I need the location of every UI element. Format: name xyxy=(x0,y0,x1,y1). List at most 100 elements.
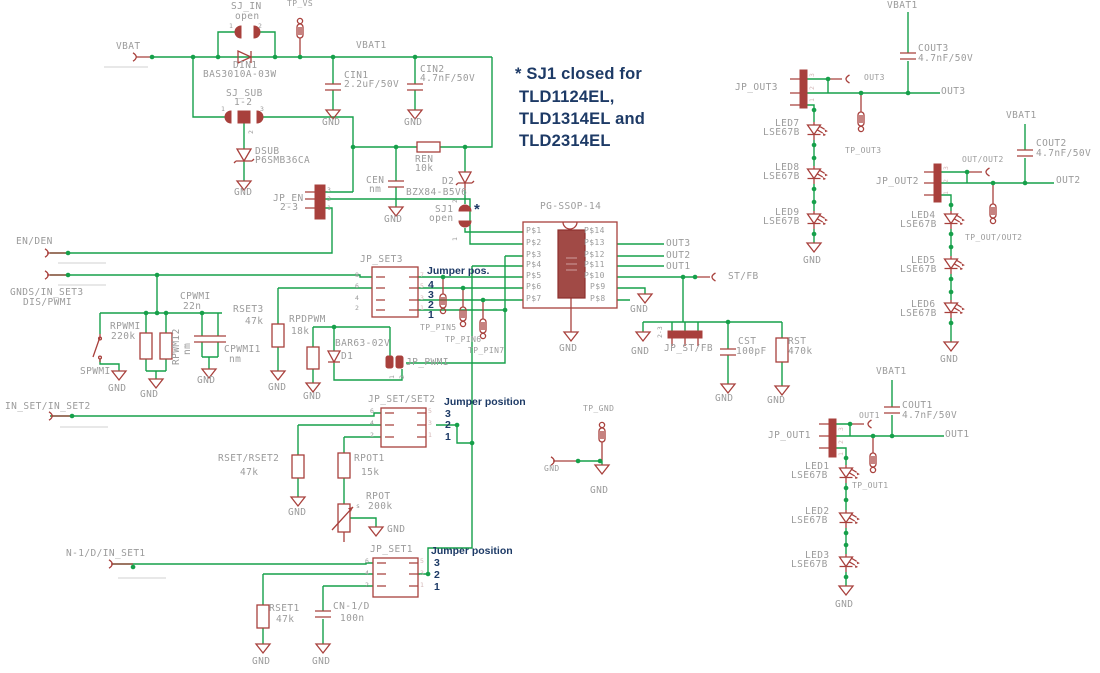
connector-st-fb xyxy=(711,272,717,282)
net-gnds-in-set3: GNDS/IN_SET3 xyxy=(10,287,84,298)
led3-name: LED3 xyxy=(805,550,830,561)
gnd-label: GND xyxy=(384,214,403,225)
gnd-label: GND xyxy=(387,524,406,535)
net-out2: OUT2 xyxy=(666,250,691,261)
rset1-value: 47k xyxy=(276,614,295,625)
jp-en-pin1: 1 xyxy=(327,204,331,212)
connector-vbat xyxy=(132,52,137,62)
spwmi-name: SPWMI xyxy=(80,366,111,377)
gnd-label: GND xyxy=(252,656,271,667)
jp-out1-pin1: 1 xyxy=(837,452,845,456)
resistor-ren xyxy=(416,141,441,153)
ic-pin-p12: P$12 xyxy=(584,250,605,259)
jp-set2-pin1: 1 xyxy=(428,431,432,439)
led3 xyxy=(838,553,861,573)
cout1-value: 4.7nF/50V xyxy=(902,410,958,421)
diode-d2-zener xyxy=(455,171,475,186)
rpot-value: 200k xyxy=(368,501,393,512)
gnd-label: GND xyxy=(404,117,423,128)
jp-pwmi-pin2: 2 xyxy=(398,375,406,379)
rset1-name: RSET1 xyxy=(269,603,300,614)
jp-pwmi-name: JP_PWMI xyxy=(406,357,449,368)
rpot-wiper-arrow xyxy=(331,506,354,531)
header-jp-pwmi xyxy=(385,355,404,369)
jumper-jp-set3 xyxy=(371,266,419,318)
rst-name: RST xyxy=(788,336,807,347)
jp-set2-name: JP_SET/SET2 xyxy=(368,394,436,405)
note-line4: TLD2314EL xyxy=(519,132,611,150)
jumper-position-3: 3 xyxy=(445,408,451,420)
jp-out3-pin1: 1 xyxy=(808,98,816,102)
ic-pin-p1: P$1 xyxy=(526,226,542,235)
tp-out3 xyxy=(857,109,865,133)
led4 xyxy=(943,210,966,230)
jumper-pos-title: Jumper pos. xyxy=(427,265,490,277)
cin1-name: CIN1 xyxy=(344,70,369,81)
cout2-name: COUT2 xyxy=(1036,138,1067,149)
jp-en-pin3: 3 xyxy=(327,186,331,194)
jumper-pos-4: 4 xyxy=(428,279,434,291)
resistor-rset-rset2 xyxy=(291,454,305,479)
cn1d-value: 100n xyxy=(340,613,365,624)
rpwmi2-value: nm xyxy=(182,342,193,355)
tp-pin7-label: TP_PIN7 xyxy=(468,346,505,355)
header-jp-out2 xyxy=(924,163,942,203)
sj-sub-pin3: 3 xyxy=(260,105,264,113)
connector-dis-pwmi xyxy=(44,270,49,280)
gnd-label: GND xyxy=(234,187,253,198)
gnd-label: GND xyxy=(197,375,216,386)
led6 xyxy=(943,299,966,319)
cst-name: CST xyxy=(738,336,757,347)
jp-set3-name: JP_SET3 xyxy=(360,254,403,265)
gnd-label: GND xyxy=(559,343,578,354)
gnd-symbols xyxy=(110,109,960,655)
connector-n1d xyxy=(108,559,113,569)
net-vbat1: VBAT1 xyxy=(876,366,907,377)
jumper-jp-set1 xyxy=(372,557,419,598)
cst-value: 100pF xyxy=(736,346,767,357)
jp-stfb-pos: 2-3 xyxy=(656,326,664,338)
jp-stfb-name: JP_ST/FB xyxy=(664,343,713,354)
jp-out1-name: JP_OUT1 xyxy=(768,430,811,441)
resistor-rpot1 xyxy=(337,452,351,479)
net-out-out2: OUT/OUT2 xyxy=(962,155,1004,164)
sj-in-value: open xyxy=(235,11,260,22)
net-vbat1: VBAT1 xyxy=(887,0,918,11)
jumper-position-2: 2 xyxy=(445,419,451,431)
ic-pin-p11: P$11 xyxy=(584,260,605,269)
header-jp-out3 xyxy=(790,69,808,109)
ic-pin-p14: P$14 xyxy=(584,226,605,235)
led5-value: LSE67B xyxy=(900,264,937,275)
solder-jumper-sj1 xyxy=(458,204,472,228)
wires xyxy=(50,12,1054,644)
jp-set2-pin3: 3 xyxy=(428,419,432,427)
cpwmi1-name: CPWMI1 xyxy=(224,344,261,355)
jumper-position1-title: Jumper position xyxy=(431,545,513,557)
led4-name: LED4 xyxy=(911,210,936,221)
jp-set2-pin2: 2 xyxy=(370,431,374,439)
ic-package: PG-SSOP-14 xyxy=(540,201,602,212)
net-out1-stub: OUT1 xyxy=(859,411,880,420)
sj1-value: open xyxy=(429,213,454,224)
ic-pg-ssop-14 xyxy=(522,221,618,309)
tp-gnd-label: TP_GND xyxy=(583,404,615,413)
resistor-rset1 xyxy=(256,604,270,629)
net-out1: OUT1 xyxy=(666,261,691,272)
jp-en-value: 2-3 xyxy=(280,202,299,213)
jumper-pos-3: 3 xyxy=(428,289,434,301)
cpwmi1-value: nm xyxy=(229,354,242,365)
cpwmi-name: CPWMI xyxy=(180,291,211,302)
dsub-name: DSUB xyxy=(255,146,280,157)
net-out3: OUT3 xyxy=(941,86,966,97)
rpwmi2-name: RPWMI2 xyxy=(171,328,182,365)
jp-set1-pin4: 4 xyxy=(365,569,369,577)
jp-out3-pin3: 3 xyxy=(808,73,816,77)
jumper-position-1: 1 xyxy=(445,431,451,443)
net-n1d-in-set1: N-1/D/IN_SET1 xyxy=(66,548,146,559)
tp-out3-label: TP_OUT3 xyxy=(845,146,882,155)
d2-value: BZX84-B5V6 xyxy=(406,187,468,198)
header-jp-st-fb xyxy=(667,330,703,346)
sj-sub-pin1: 1 xyxy=(221,105,225,113)
jumper-pos-1: 1 xyxy=(428,309,434,321)
